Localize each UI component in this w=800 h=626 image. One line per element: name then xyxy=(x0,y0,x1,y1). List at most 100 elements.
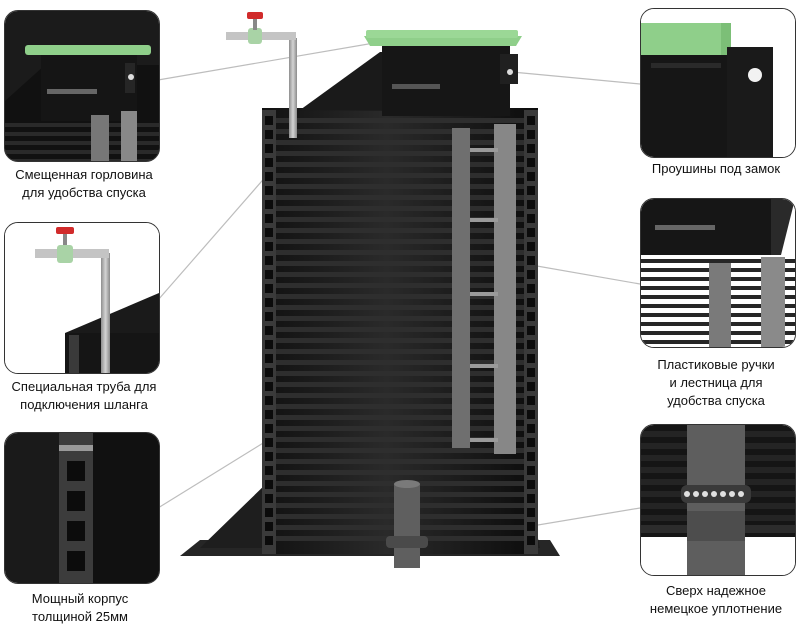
wall-cell xyxy=(265,340,273,349)
caption-handles-ladder: Пластиковые ручки и лестница для удобств… xyxy=(632,356,800,410)
tank-rib xyxy=(276,129,524,134)
wall-cell xyxy=(265,312,273,321)
wall-cell xyxy=(527,424,535,433)
tank-rib xyxy=(276,151,524,156)
tank-neck xyxy=(382,44,510,116)
caption-lock-lugs: Проушины под замок xyxy=(636,160,796,178)
tank-rib xyxy=(276,118,524,123)
wall-cell xyxy=(527,536,535,545)
wall-cell xyxy=(265,200,273,209)
wall-cell xyxy=(265,144,273,153)
tank-rib xyxy=(276,184,524,189)
tank-rib xyxy=(276,217,524,222)
hose-pipe-vertical xyxy=(289,38,297,138)
caption-seal: Сверх надежное немецкое уплотнение xyxy=(632,582,800,618)
tank-rib xyxy=(276,250,524,255)
caption-lock-lugs-line-1: Проушины под замок xyxy=(651,161,781,176)
tank-rib xyxy=(276,426,524,431)
wall-cell xyxy=(265,480,273,489)
closeup-rib xyxy=(5,123,159,127)
wall-cell xyxy=(265,466,273,475)
callout-offset-neck xyxy=(4,10,160,162)
valve-handle xyxy=(247,12,263,19)
wall-cell xyxy=(265,214,273,223)
wall-cell xyxy=(265,508,273,517)
wall-cell xyxy=(527,452,535,461)
lock-lug-hole xyxy=(507,69,513,75)
seal-bead xyxy=(720,491,726,497)
wall-cell xyxy=(265,326,273,335)
hose-pipe-closeup xyxy=(5,223,159,373)
wall-cell xyxy=(527,186,535,195)
wall-cell xyxy=(527,270,535,279)
callout-handles-ladder xyxy=(640,198,796,348)
tank-rib xyxy=(276,371,524,376)
wall-cell xyxy=(265,382,273,391)
wall-cell xyxy=(527,242,535,251)
callout-lock-lugs xyxy=(640,8,796,158)
tank-lid-top xyxy=(366,30,518,38)
closeup-rib xyxy=(5,150,159,154)
wall-cell xyxy=(265,158,273,167)
wall-cell xyxy=(527,312,535,321)
seal-bead xyxy=(738,491,744,497)
tank-rib xyxy=(276,327,524,332)
ladder-rung xyxy=(470,148,498,152)
caption-seal-line-2: немецкое уплотнение xyxy=(649,601,783,616)
caption-handles-ladder-line-3: удобства спуска xyxy=(667,393,765,408)
closeup-rib xyxy=(5,141,159,145)
wall-cells-right xyxy=(527,116,535,545)
wall-cell xyxy=(265,116,273,125)
caption-seal-line-1: Сверх надежное xyxy=(666,583,766,598)
caption-offset-neck-line-2: для удобства спуска xyxy=(22,185,146,200)
leader-line-thick-body xyxy=(157,439,269,509)
leader-line-offset-neck xyxy=(157,41,381,81)
lock-lugs-closeup xyxy=(641,9,795,157)
wall-cell xyxy=(527,284,535,293)
offset-neck-closeup xyxy=(5,11,159,161)
wall-cell xyxy=(527,144,535,153)
seal-bead xyxy=(684,491,690,497)
wall-cell xyxy=(265,172,273,181)
wall-cell xyxy=(265,452,273,461)
tank-rib xyxy=(276,459,524,464)
wall-cell xyxy=(265,242,273,251)
ladder-rung xyxy=(470,438,498,442)
wall-cell xyxy=(265,536,273,545)
wall-cell xyxy=(265,522,273,531)
tank-rib xyxy=(276,228,524,233)
seal-pipe-top xyxy=(394,480,420,488)
wall-cell xyxy=(265,270,273,279)
tank-rib xyxy=(276,272,524,277)
wall-cell xyxy=(527,508,535,517)
wall-cell xyxy=(265,396,273,405)
tank-rib xyxy=(276,338,524,343)
ladder-rail xyxy=(452,128,470,448)
wall-cells-left xyxy=(265,116,273,545)
tank-rib xyxy=(276,448,524,453)
wall-cell xyxy=(265,354,273,363)
seal-bead xyxy=(729,491,735,497)
wall-cell xyxy=(527,354,535,363)
tank-rib xyxy=(276,173,524,178)
wall-cell xyxy=(527,382,535,391)
ladder-rail-2 xyxy=(494,124,516,454)
wall-cell xyxy=(527,214,535,223)
thick-body-closeup xyxy=(5,433,159,583)
caption-thick-body: Мощный корпус толщиной 25мм xyxy=(0,590,160,626)
wall-cell xyxy=(527,130,535,139)
tank-rib xyxy=(276,404,524,409)
tank-rib xyxy=(276,162,524,167)
seal-bead xyxy=(693,491,699,497)
caption-hose-pipe-line-1: Специальная труба для xyxy=(11,379,157,394)
callout-thick-body xyxy=(4,432,160,584)
wall-cell xyxy=(527,368,535,377)
wall-cell xyxy=(265,284,273,293)
wall-cell xyxy=(527,200,535,209)
wall-cell xyxy=(265,424,273,433)
wall-cell xyxy=(527,410,535,419)
wall-cell xyxy=(527,466,535,475)
wall-cell xyxy=(527,228,535,237)
wall-cell xyxy=(265,228,273,237)
hose-pipe-fitting xyxy=(248,28,262,44)
